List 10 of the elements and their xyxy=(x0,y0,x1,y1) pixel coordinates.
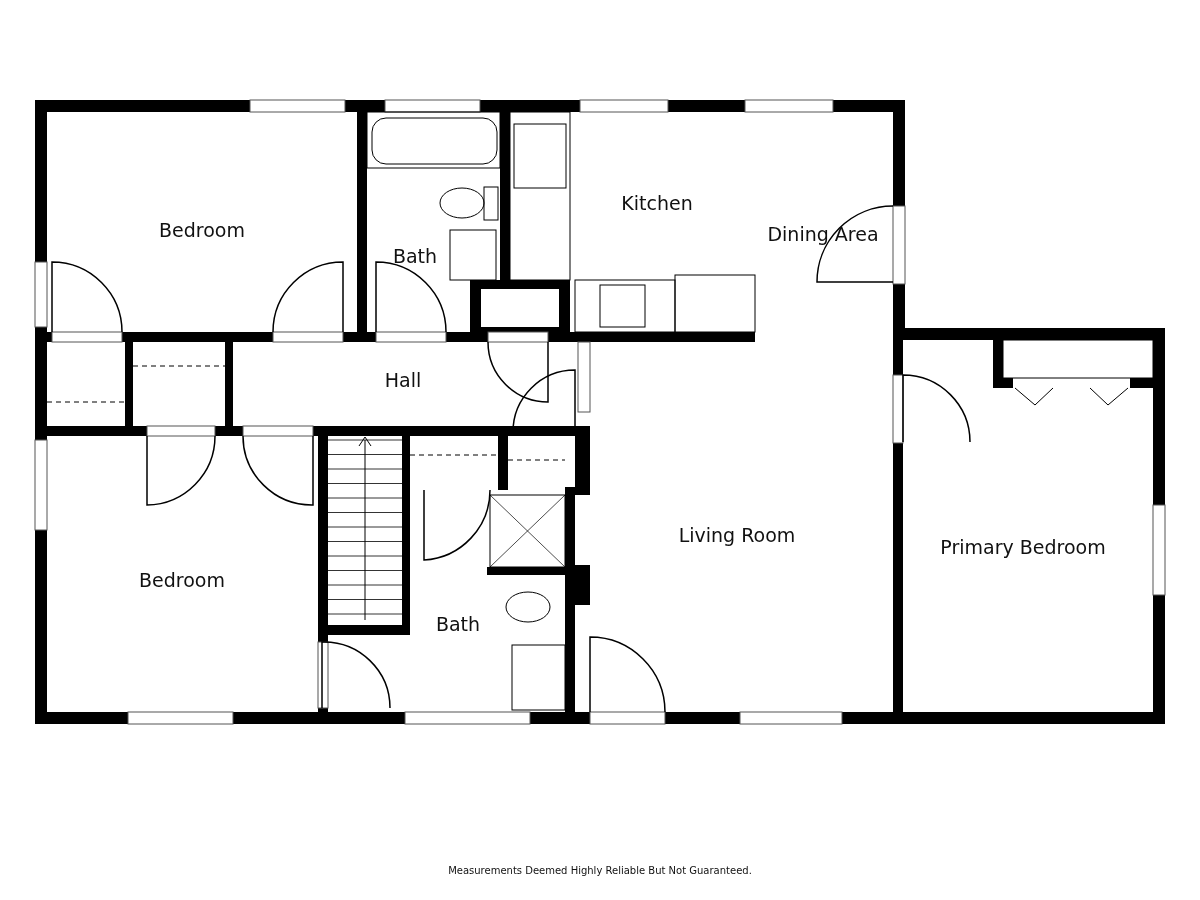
room-label: Living Room xyxy=(678,524,796,546)
room-label: Bath xyxy=(435,613,481,635)
room-label: Dining Area xyxy=(767,223,879,245)
room-label: Primary Bedroom xyxy=(940,536,1106,558)
room-label: Hall xyxy=(384,369,422,391)
room-label: Kitchen xyxy=(621,192,693,214)
room-label: Bedroom xyxy=(139,569,225,591)
room-label: Bedroom xyxy=(159,219,245,241)
room-label: Bath xyxy=(392,245,438,267)
disclaimer-note: Measurements Deemed Highly Reliable But Not Guaranteed. xyxy=(448,864,752,876)
